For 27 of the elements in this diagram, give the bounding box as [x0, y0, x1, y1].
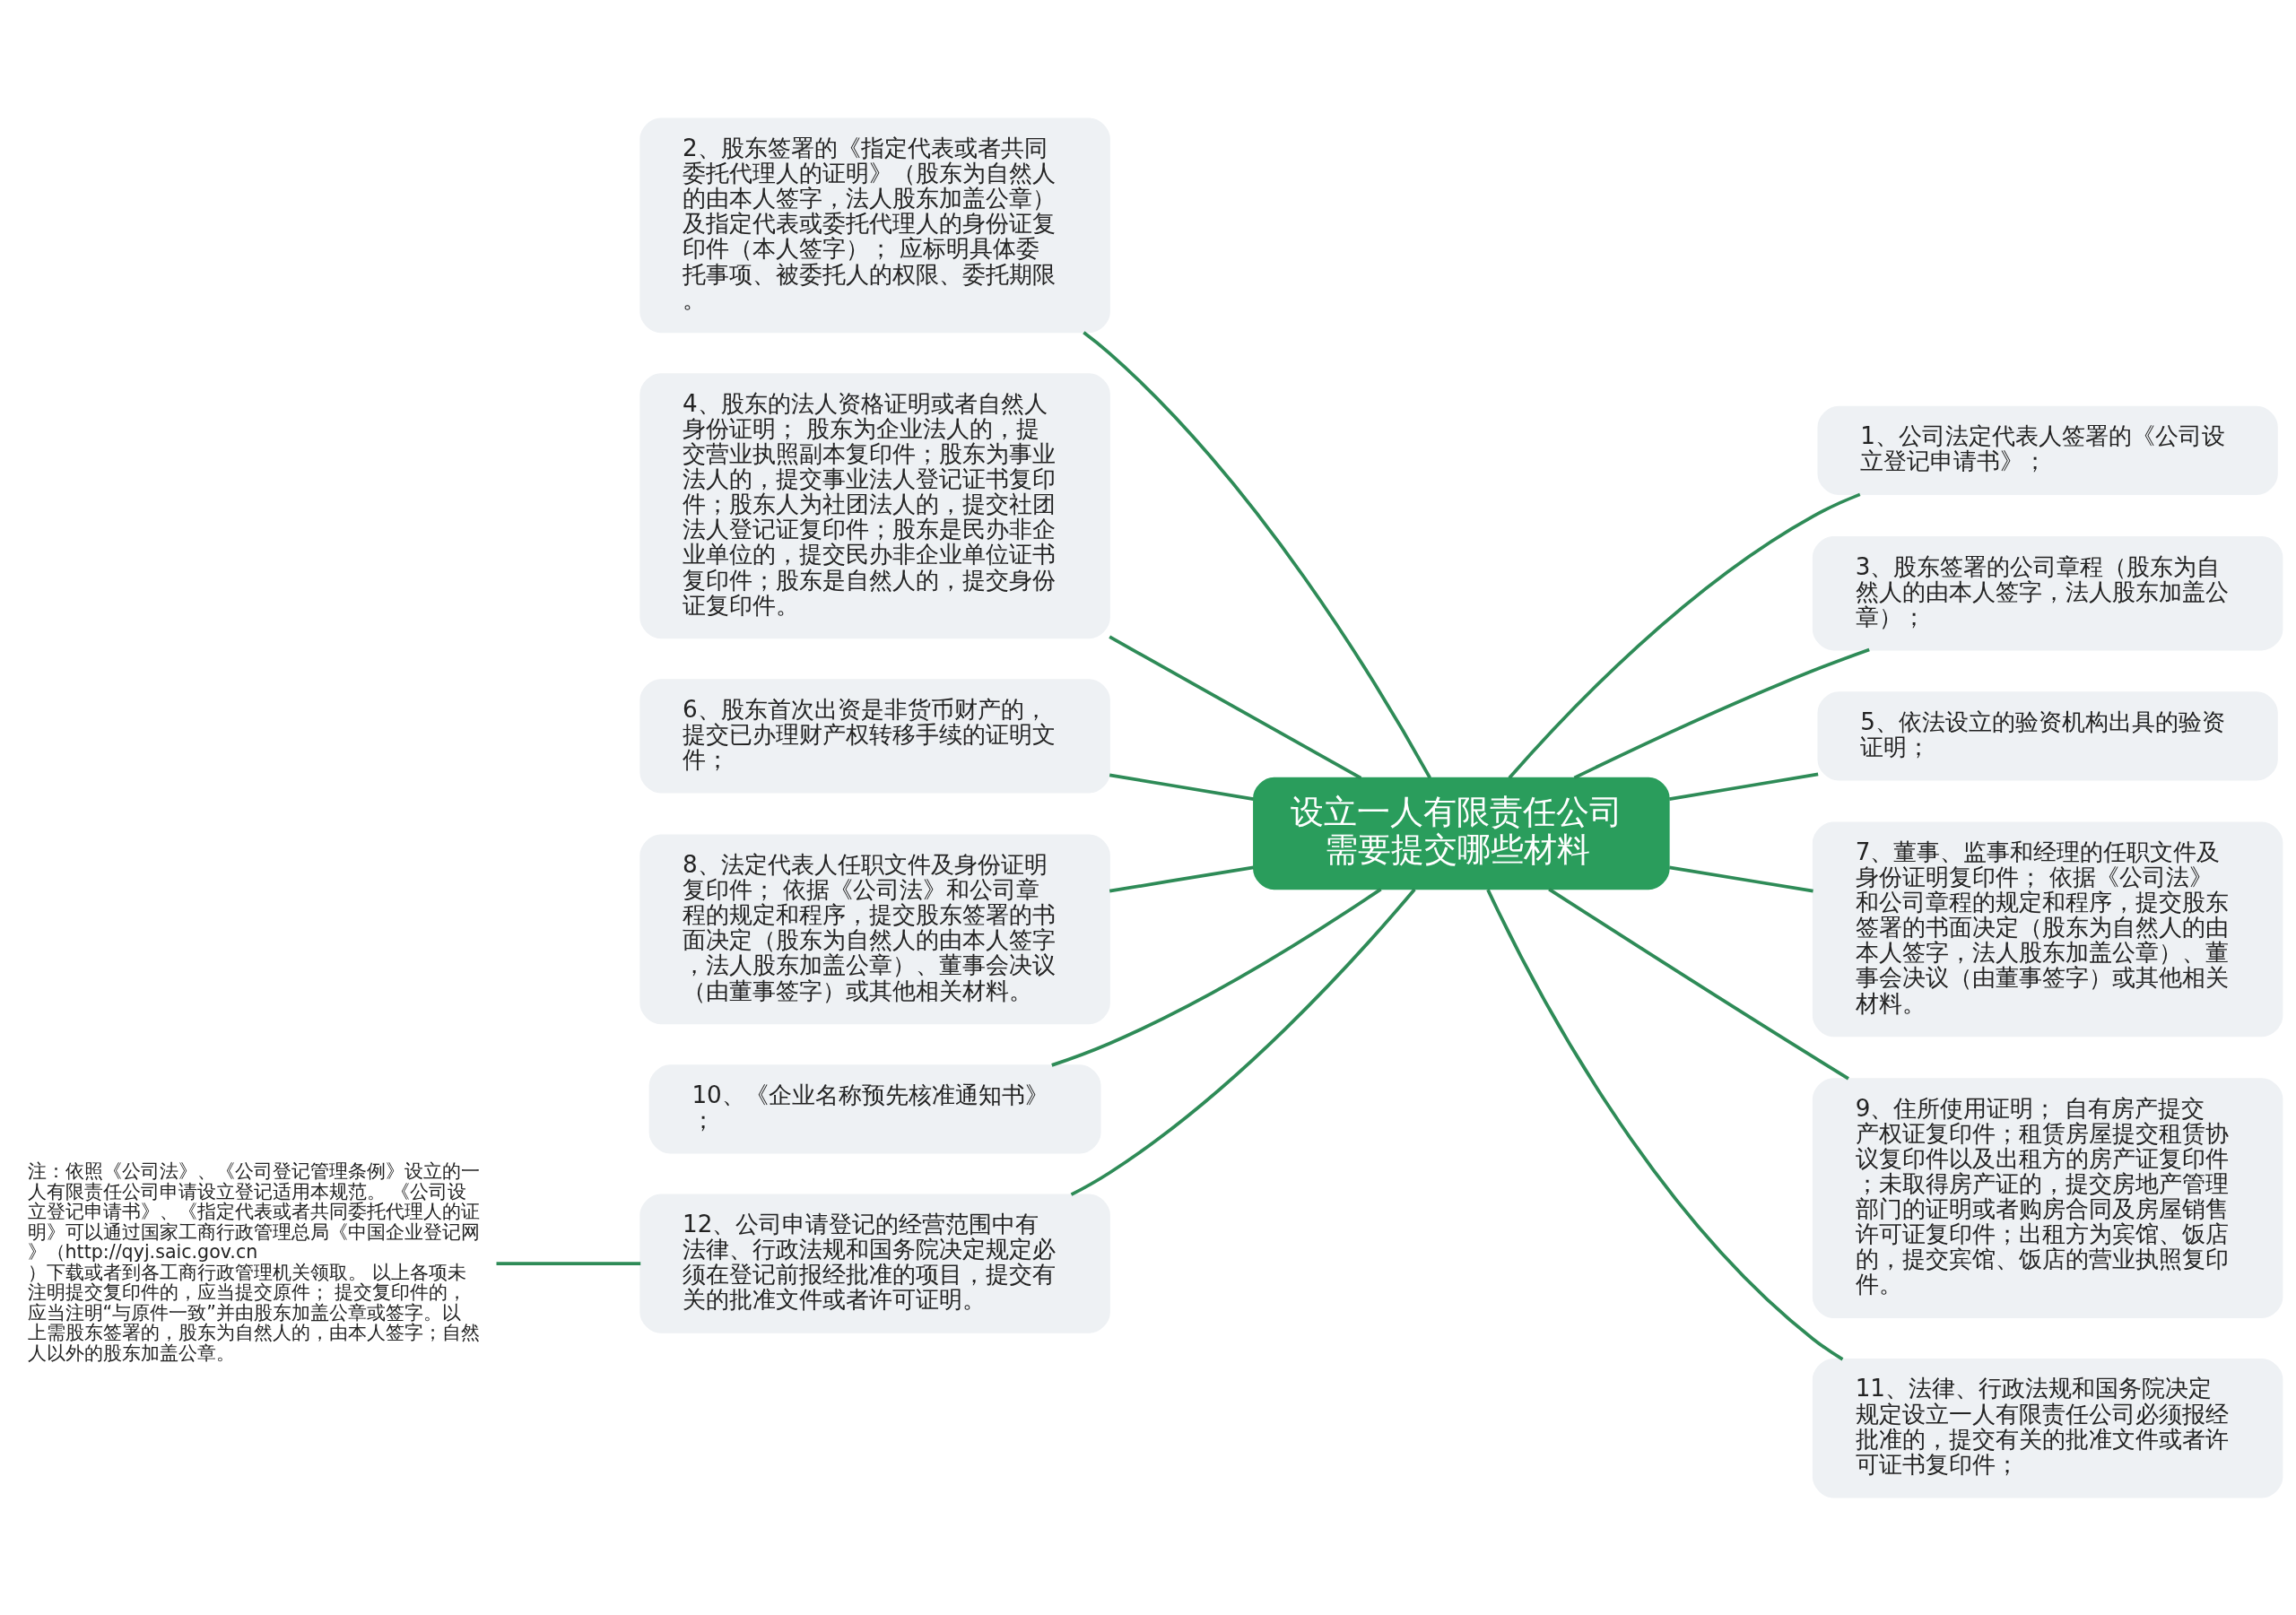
connector [1109, 635, 1362, 779]
node-box: 1、公司法定代表人签署的《公司设立登记申请书》； [1817, 405, 2278, 495]
node-box: 9、住所使用证明； 自有房产提交产权证复印件；租赁房屋提交租赁协议复印件以及出租方的房产证复印件；未取得房产证的，提交房地产管理部门的证明或者购房合同及房屋销售许可证复印件；出租方为宾馆、饭店的，提交宾馆、饭店的营业执照复印件。 [1812, 1077, 2283, 1318]
node-box: 6、股东首次出资是非货币财产的，提交已办理财产权转移手续的证明文件； [639, 678, 1110, 794]
node-box: 12、公司申请登记的经营范围中有法律、行政法规和国务院决定规定必须在登记前报经批准的项目，提交有关的批准文件或者许可证明。 [639, 1193, 1110, 1333]
connector [1548, 887, 1849, 1080]
node-box: 2、股东签署的《指定代表或者共同委托代理人的证明》（股东为自然人的由本人签字，法人股东加盖公章）及指定代表或委托代理人的身份证复印件（本人签字）； 应标明具体委托事项、被委托人的权限、委托期限。 [639, 117, 1110, 333]
node-box: 11、法律、行政法规和国务院决定规定设立一人有限责任公司必须报经批准的，提交有关的批准文件或者许可证书复印件； [1812, 1358, 2283, 1498]
connector [1486, 888, 1844, 1360]
connector [1573, 647, 1870, 779]
connector [1508, 492, 1861, 779]
node-box: 8、法定代表人任职文件及身份证明复印件； 依据《公司法》和公司章程的规定和程序，提交股东签署的书面决定（股东为自然人的由本人签字，法人股东加盖公章）、董事会决议（由董事签字）或其他相关材料。 [639, 834, 1110, 1024]
node-box: 5、依法设立的验资机构出具的验资证明； [1817, 690, 2278, 781]
node-box: 设立一人有限责任公司需要提交哪些材料 [1253, 777, 1670, 890]
connector [1051, 887, 1382, 1067]
connector [1669, 865, 1813, 893]
node-box: 3、股东签署的公司章程（股东为自然人的由本人签字，法人股东加盖公章）； [1812, 535, 2283, 650]
connector [496, 1261, 641, 1265]
connector [1070, 888, 1416, 1196]
node-box: 4、股东的法人资格证明或者自然人身份证明； 股东为企业法人的，提交营业执照副本复印件；股东为事业法人的，提交事业法人登记证书复印件；股东人为社团法人的，提交社团法人登记证复印件；股东是民办非企业单位的，提交民办非企业单位证书复印件；股东是自然人的，提交身份证复印件。 [639, 372, 1110, 638]
node-box: 10、《企业名称预先核准通知书》； [648, 1064, 1101, 1153]
node-text: 注：依照《公司法》、《公司登记管理条例》设立的一人有限责任公司申请设立登记适用本规范。 《公司设立登记申请书》、《指定代表或者共同委托代理人的证明》可以通过国家工商行政管理总局《中国企业登记网》（http://qyj.saic.gov.cn）下载或者到各工商行政管理机关领取。 以上各项未注明提交复印件的，应当提交原件； 提交复印件的，应当注明“与原件一致”并由股东加盖公章或签字。以上需股东签署的，股东为自然人的，由本人签字；自然人以外的股东加盖公章。 [27, 1159, 480, 1364]
connector [1109, 772, 1254, 801]
node-box: 7、董事、监事和经理的任职文件及身份证明复印件； 依据《公司法》和公司章程的规定和程序，提交股东签署的书面决定（股东为自然人的由本人签字，法人股东加盖公章）、董事会决议（由董事签字）或其他相关材料。 [1812, 821, 2283, 1037]
connector [1109, 864, 1254, 893]
connector [1083, 330, 1431, 778]
connector [1669, 772, 1819, 801]
